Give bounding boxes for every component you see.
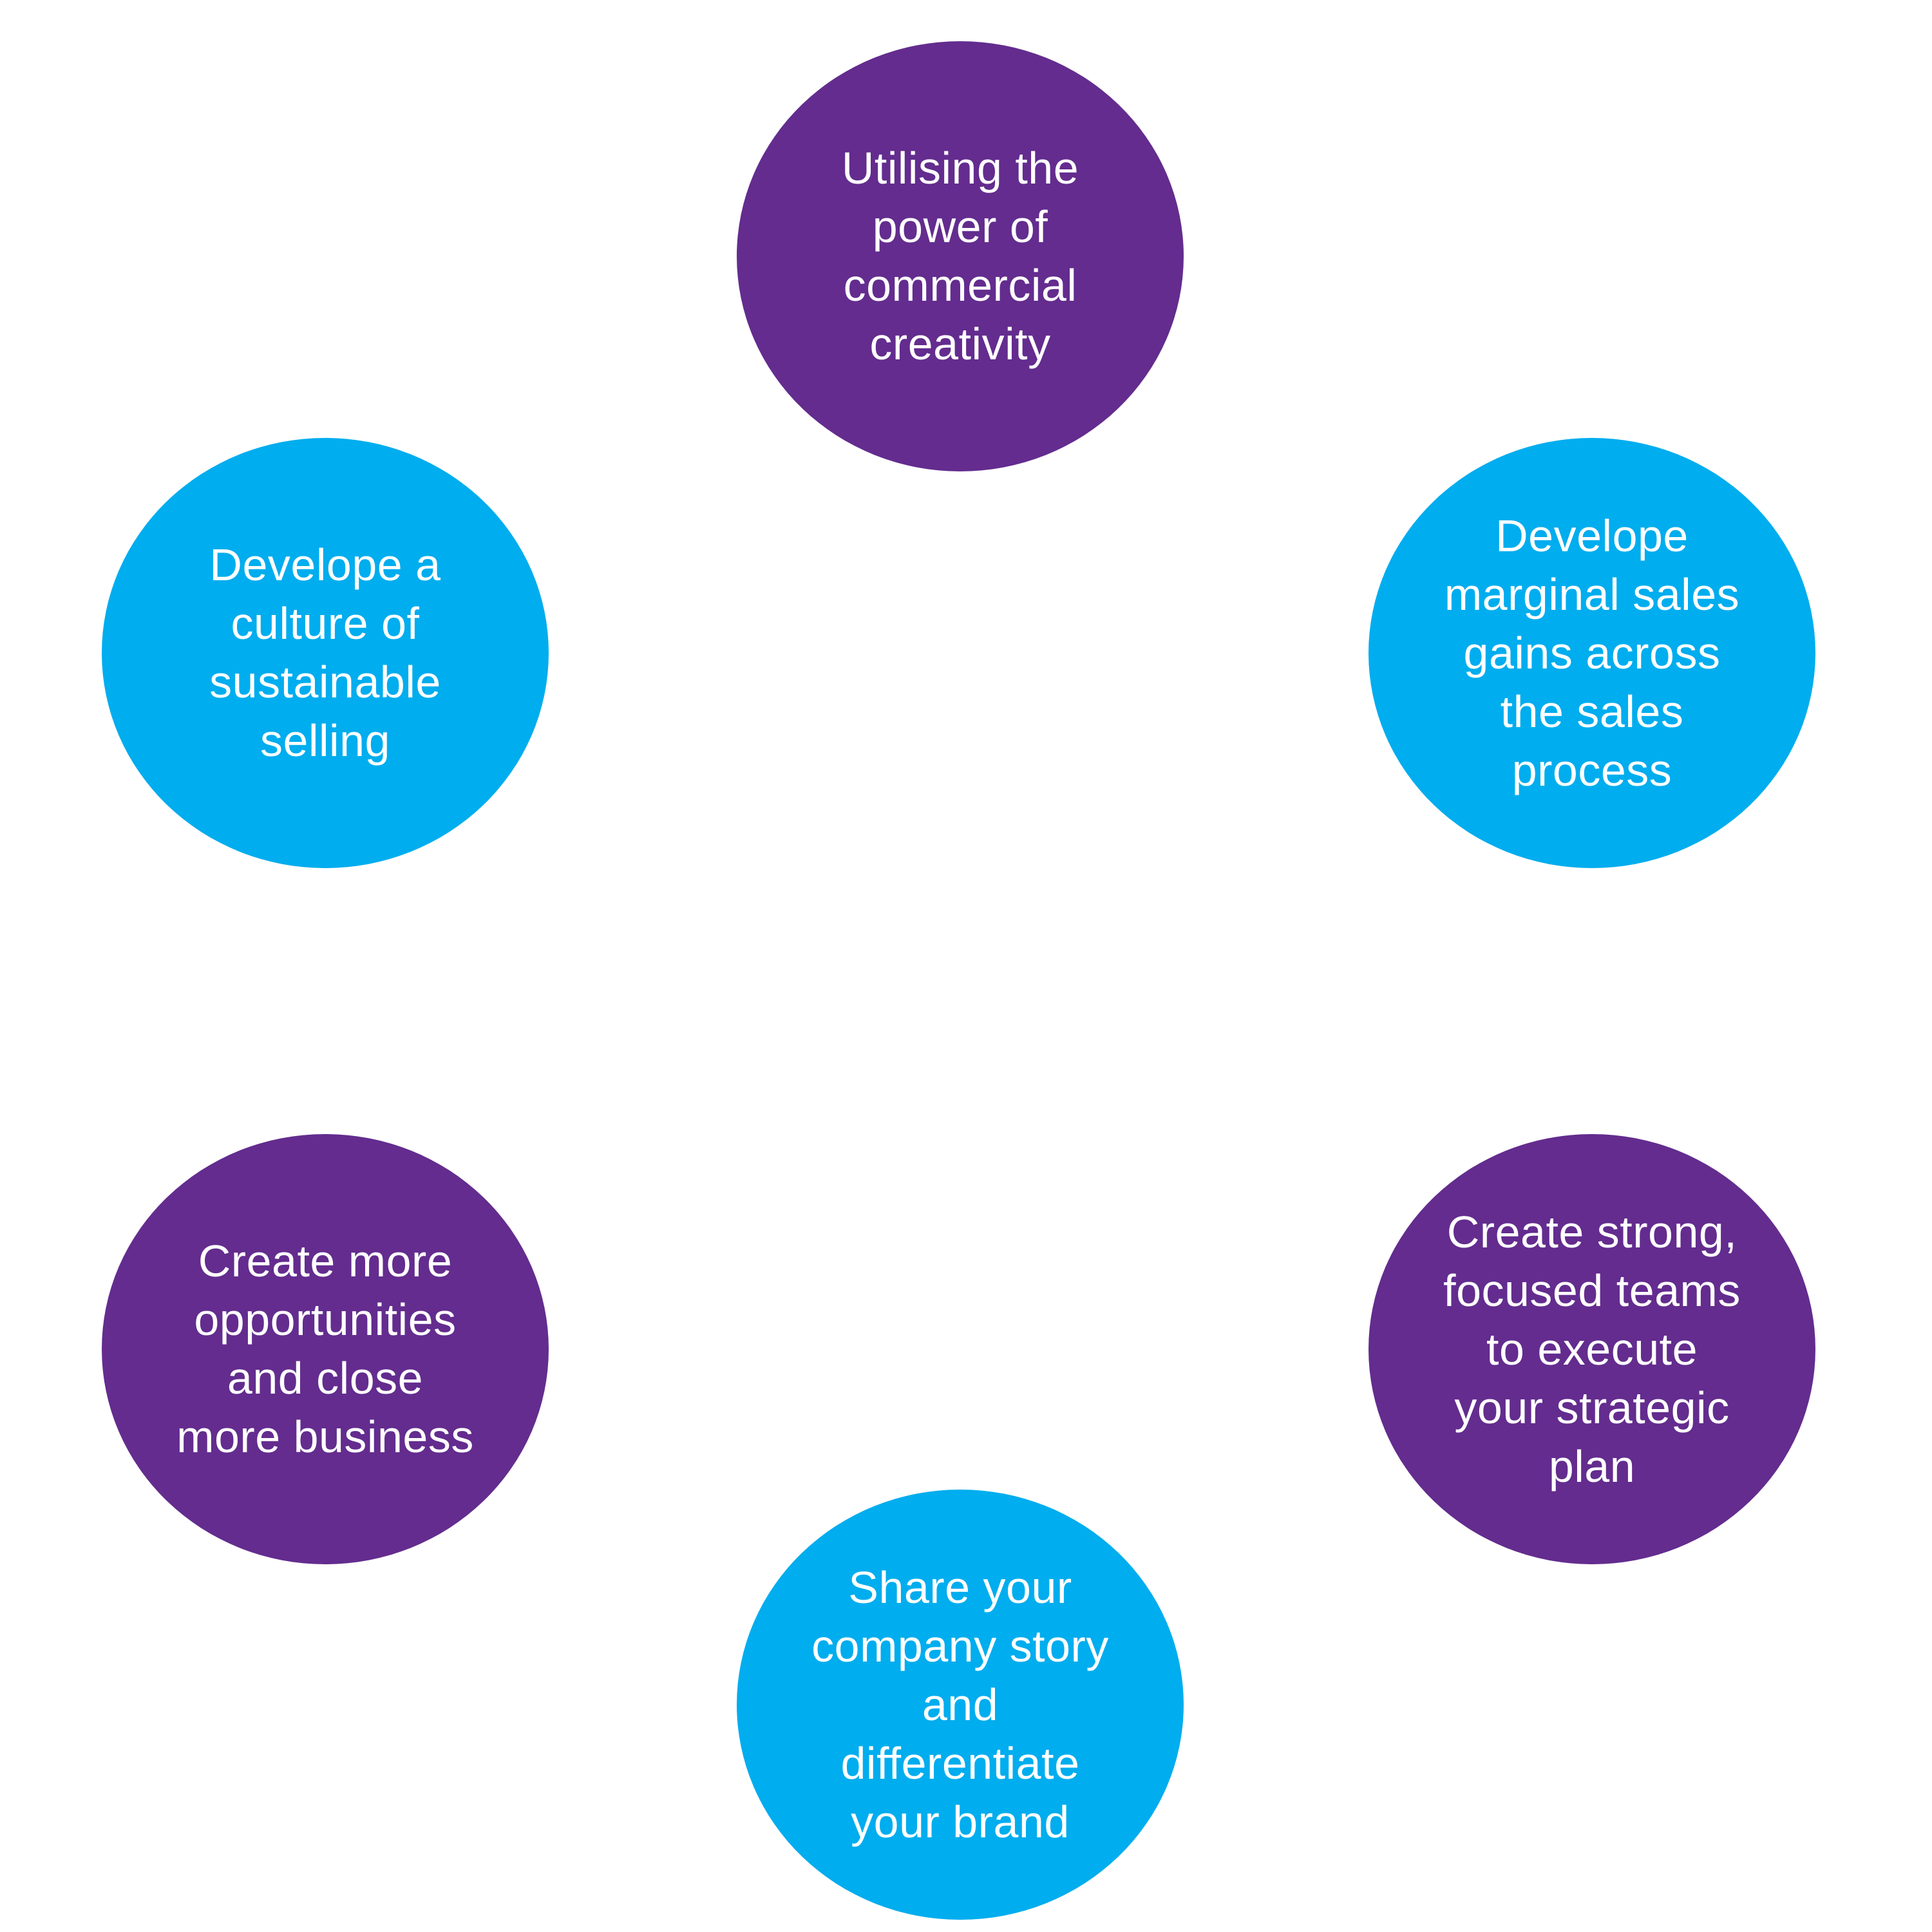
node-strong-focused-teams: Create strong, focused teams to execute …	[1368, 1134, 1815, 1564]
node-more-opportunities: Create more opportunities and close more…	[102, 1134, 549, 1564]
node-label: Develope marginal sales gains across the…	[1444, 510, 1740, 795]
node-marginal-sales-gains: Develope marginal sales gains across the…	[1368, 438, 1815, 868]
node-label: Create more opportunities and close more…	[176, 1236, 474, 1462]
node-commercial-creativity: Utilising the power of commercial creati…	[737, 41, 1184, 471]
node-company-story: Share your company story and differentia…	[737, 1490, 1184, 1920]
node-sustainable-selling: Develope a culture of sustainable sellin…	[102, 438, 549, 868]
node-label: Utilising the power of commercial creati…	[841, 143, 1079, 369]
node-label: Develope a culture of sustainable sellin…	[209, 540, 441, 766]
node-label: Create strong, focused teams to execute …	[1443, 1206, 1741, 1492]
node-label: Share your company story and differentia…	[811, 1562, 1109, 1847]
